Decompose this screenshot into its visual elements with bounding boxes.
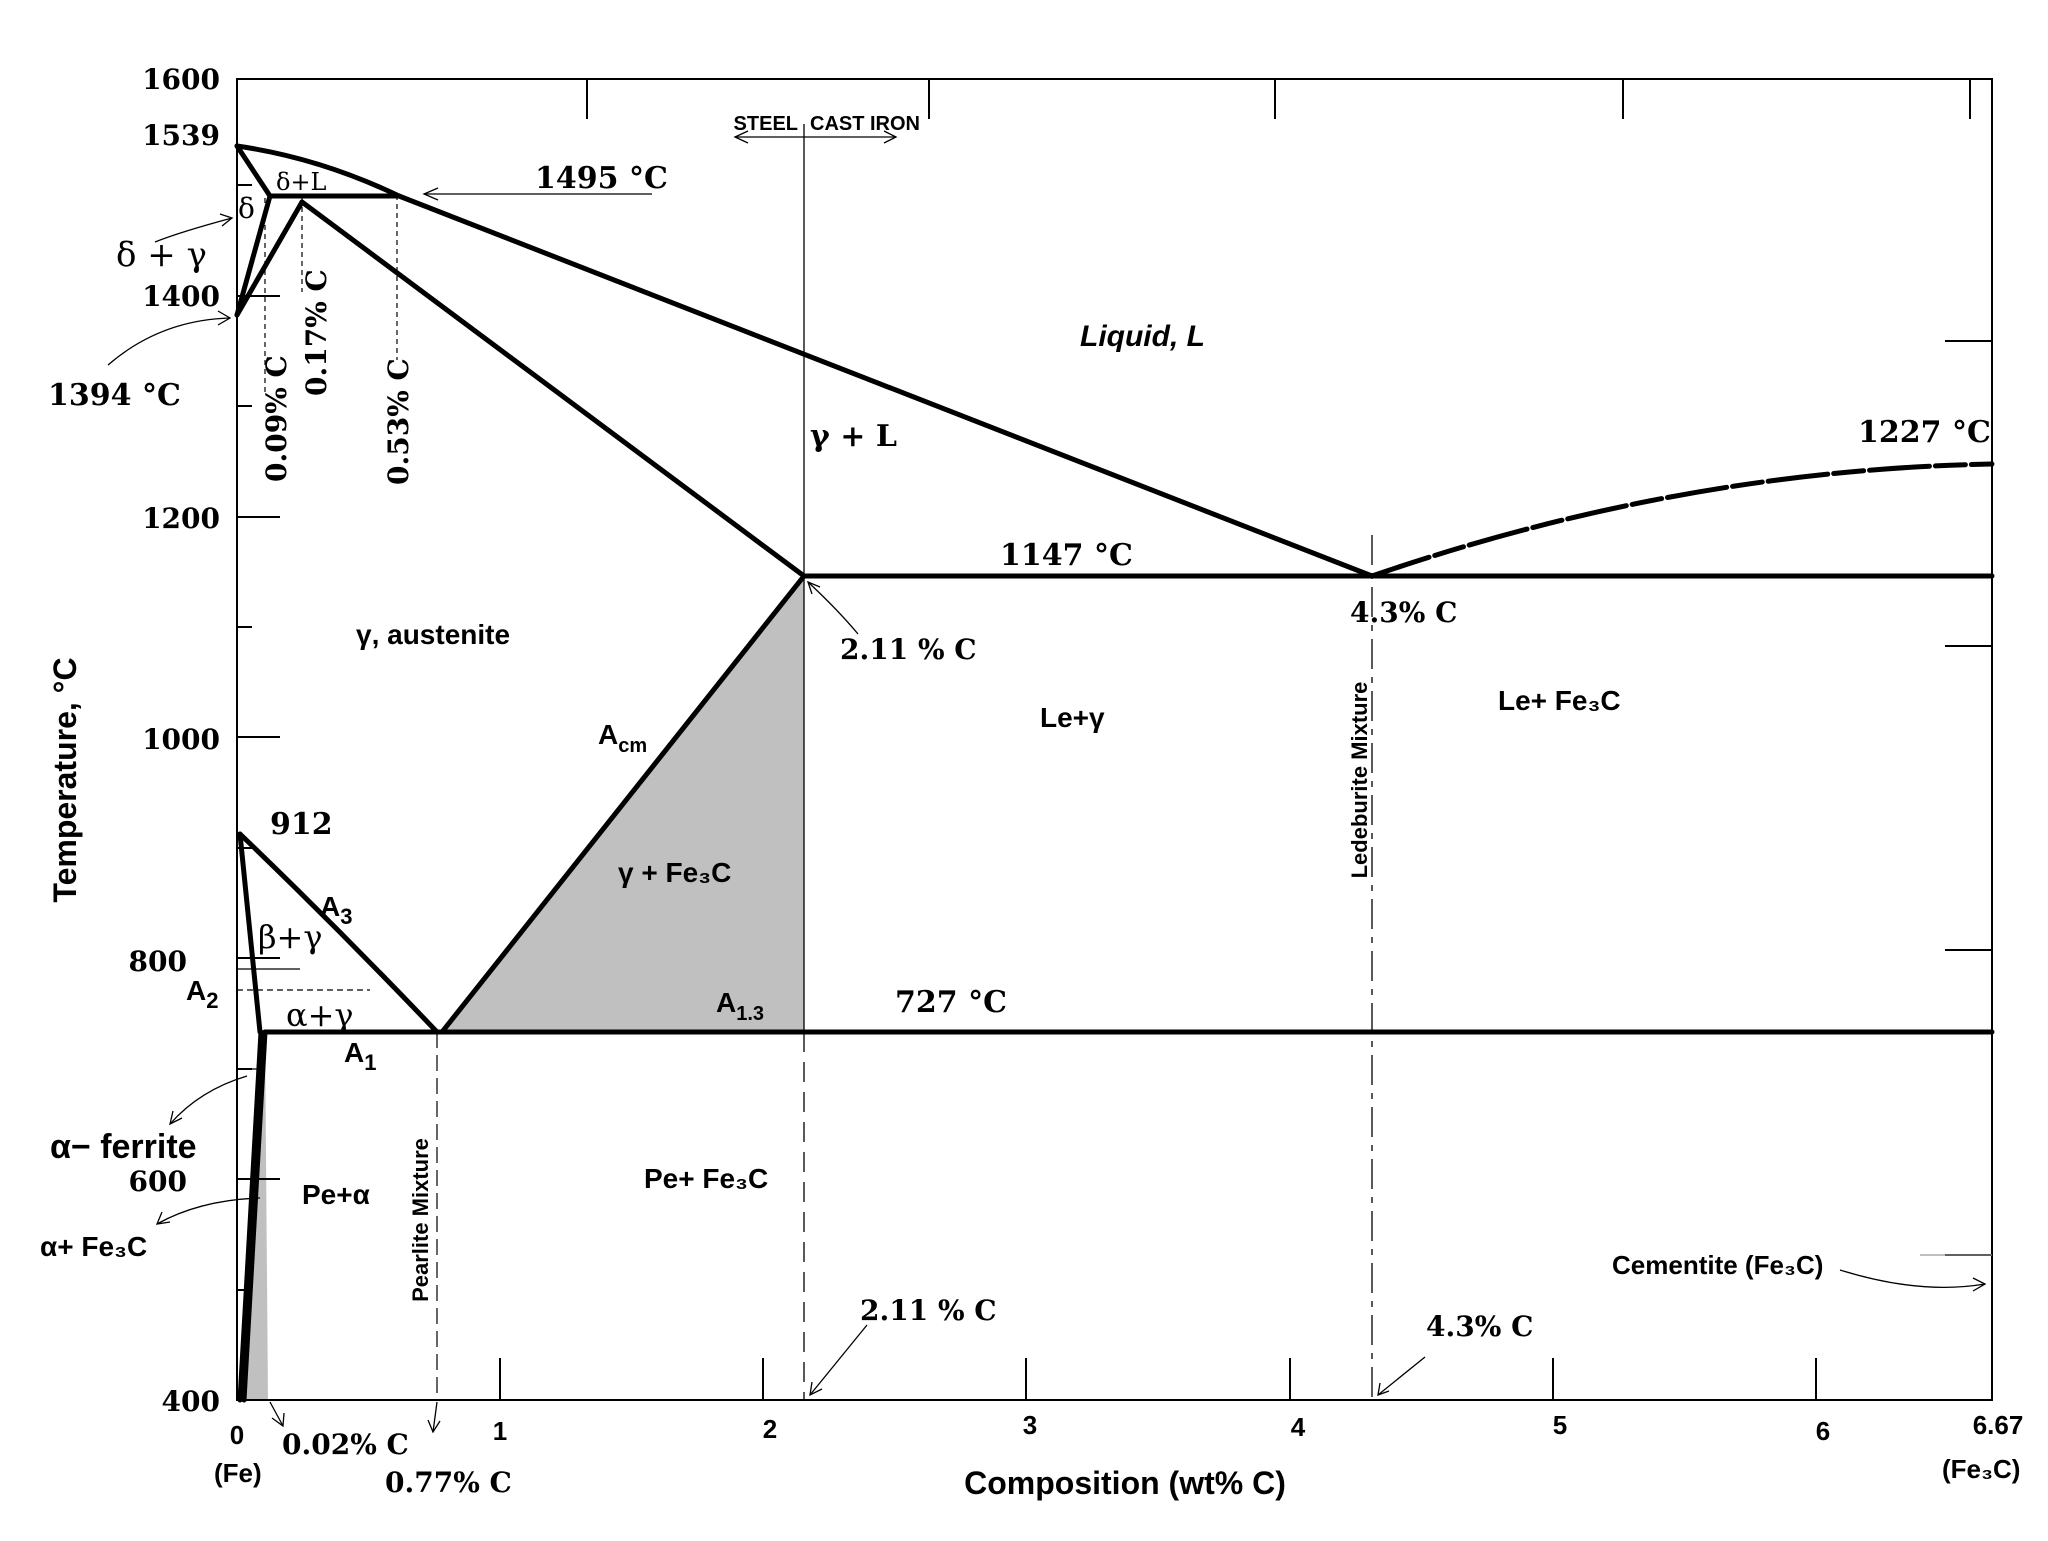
x-ticks (499, 79, 1971, 1400)
x-end-label: (Fe₃C) (1942, 1454, 2020, 1484)
y-tick-label: 1200 (142, 502, 220, 535)
temperature-labels: 1495 °C 1394 °C 1227 °C 1147 °C 912 727 … (48, 161, 1991, 1020)
y-axis-title: Temperature, °C (47, 657, 83, 902)
label-2-11c-bottom: 2.11 % C (860, 1294, 997, 1327)
guide-lines (236, 124, 1992, 1400)
x-axis-title: Composition (wt% C) (964, 1465, 1286, 1501)
region-delta-gamma: δ + γ (116, 235, 207, 275)
label-1227: 1227 °C (1858, 415, 1991, 450)
x-tick-label: 0 (230, 1420, 244, 1450)
region-cementite: Cementite (Fe₃C) (1612, 1250, 1823, 1280)
region-alpha-ferrite: α− ferrite (50, 1128, 197, 1166)
label-4-3c-top: 4.3% C (1350, 596, 1457, 629)
line-a13: A1.3 (716, 987, 764, 1025)
label-4-3c-bottom: 4.3% C (1426, 1310, 1533, 1343)
region-delta: δ (238, 192, 255, 225)
x-tick-label: 6.67 (1973, 1410, 2024, 1440)
label-0-17c: 0.17% C (300, 269, 333, 396)
region-labels: Liquid, L γ + L δ+L δ δ + γ γ, austenite… (40, 168, 1823, 1302)
y-tick-labels: 1600 1539 1400 1200 1000 800 600 400 (129, 63, 220, 1418)
x-tick-label: 1 (493, 1416, 507, 1446)
region-le-fe3c: Le+ Fe₃C (1498, 685, 1621, 716)
line-a1: A1 (344, 1037, 376, 1075)
x-start-label: (Fe) (214, 1458, 262, 1488)
x-tick-label: 5 (1553, 1410, 1567, 1440)
label-912: 912 (270, 807, 333, 842)
label-0-09c: 0.09% C (260, 355, 293, 482)
pearlite-mixture-label: Pearlite Mixture (408, 1138, 433, 1302)
region-liquid: Liquid, L (1080, 320, 1205, 353)
region-pe-alpha: Pe+α (302, 1179, 370, 1210)
x-tick-label: 4 (1291, 1412, 1306, 1442)
composition-labels: 0.09% C 0.17% C 0.53% C 2.11 % C 4.3% C … (260, 269, 1533, 1499)
region-le-gamma: Le+γ (1040, 702, 1105, 733)
label-727: 727 °C (895, 985, 1007, 1020)
y-tick-label: 1400 (142, 280, 220, 313)
label-0-77c: 0.77% C (385, 1466, 512, 1499)
region-beta-gamma: β+γ (258, 918, 322, 956)
label-0-53c: 0.53% C (382, 358, 415, 485)
cast-iron-label: CAST IRON (810, 113, 920, 135)
region-pe-fe3c: Pe+ Fe₃C (644, 1163, 768, 1194)
plot-frame (236, 78, 1993, 1401)
y-tick-label: 400 (162, 1385, 220, 1418)
x-tick-label: 3 (1023, 1410, 1037, 1440)
region-delta-l: δ+L (276, 168, 327, 196)
label-2-11c-top: 2.11 % C (840, 633, 977, 666)
label-0-02c: 0.02% C (282, 1428, 409, 1461)
phase-boundaries (234, 143, 1995, 1403)
label-1147: 1147 °C (1000, 538, 1133, 573)
region-alpha-gamma: α+γ (286, 996, 354, 1034)
y-tick-label: 1539 (142, 119, 220, 152)
label-1495: 1495 °C (535, 161, 668, 196)
region-austenite: γ, austenite (356, 619, 510, 650)
x-tick-label: 6 (1816, 1416, 1830, 1446)
region-gamma-l: γ + L (810, 419, 897, 454)
label-1394: 1394 °C (48, 378, 181, 413)
region-gamma-fe3c: γ + Fe₃C (618, 857, 731, 888)
x-tick-label: 2 (763, 1414, 777, 1444)
line-a2: A2 (186, 975, 218, 1013)
region-alpha-fe3c: α+ Fe₃C (40, 1231, 147, 1262)
line-a3: A3 (320, 891, 352, 929)
steel-label: STEEL (734, 113, 798, 135)
y-tick-label: 1000 (142, 723, 220, 756)
y-tick-label: 800 (129, 945, 187, 978)
y-tick-label: 600 (129, 1165, 187, 1198)
x-tick-labels: 0 1 2 3 4 5 6 6.67 (230, 1410, 2024, 1450)
transformation-line-labels: Acm A3 A2 A1 A1.3 (186, 719, 764, 1075)
y-tick-label: 1600 (142, 63, 220, 96)
annotation-arrows (107, 130, 1987, 1434)
line-acm: Acm (598, 719, 647, 757)
ledeburite-mixture-label: Ledeburite Mixture (1347, 682, 1372, 879)
